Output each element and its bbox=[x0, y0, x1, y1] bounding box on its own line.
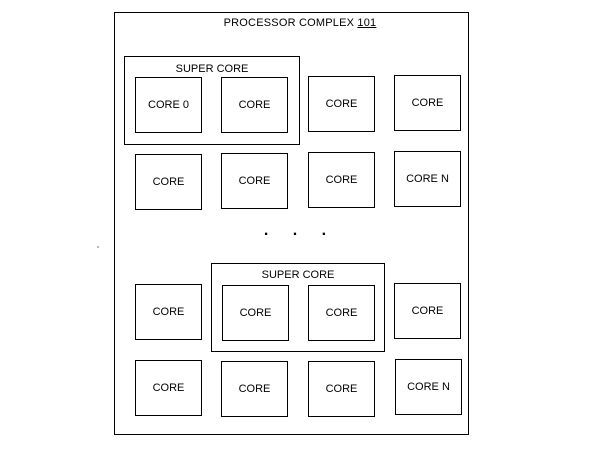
core-n-box-bottom: CORE N bbox=[395, 359, 462, 415]
core-box-r3c1: CORE bbox=[135, 284, 202, 340]
title-reference-number: 101 bbox=[357, 17, 377, 29]
super-core-top bbox=[124, 56, 300, 145]
scan-speck bbox=[97, 246, 99, 248]
super-core-bottom bbox=[211, 263, 385, 352]
core-box-r3c2: CORE bbox=[222, 285, 289, 341]
super-core-top-label: SUPER CORE bbox=[175, 63, 249, 75]
core-box-r1c3: CORE bbox=[308, 76, 375, 132]
core-n-box-top: CORE N bbox=[394, 151, 461, 207]
core-box-r1c2: CORE bbox=[221, 77, 288, 133]
core-box-r4c2: CORE bbox=[221, 361, 288, 417]
core-box-r4c3: CORE bbox=[308, 361, 375, 417]
core-box-r2c3: CORE bbox=[308, 152, 375, 208]
processor-complex-frame bbox=[114, 12, 469, 435]
ellipsis: . . . bbox=[263, 222, 337, 239]
super-core-bottom-label: SUPER CORE bbox=[261, 269, 335, 281]
core-box-r2c2: CORE bbox=[221, 153, 288, 209]
core-0-box: CORE 0 bbox=[135, 77, 202, 133]
title-text: PROCESSOR COMPLEX bbox=[223, 17, 358, 29]
core-box-r1c4: CORE bbox=[394, 75, 461, 131]
core-box-r2c1: CORE bbox=[135, 154, 202, 210]
core-box-r3c3: CORE bbox=[308, 285, 375, 341]
core-box-r3c4: CORE bbox=[394, 283, 461, 339]
core-box-r4c1: CORE bbox=[135, 360, 202, 416]
processor-complex-title: PROCESSOR COMPLEX 101 bbox=[0, 17, 600, 29]
